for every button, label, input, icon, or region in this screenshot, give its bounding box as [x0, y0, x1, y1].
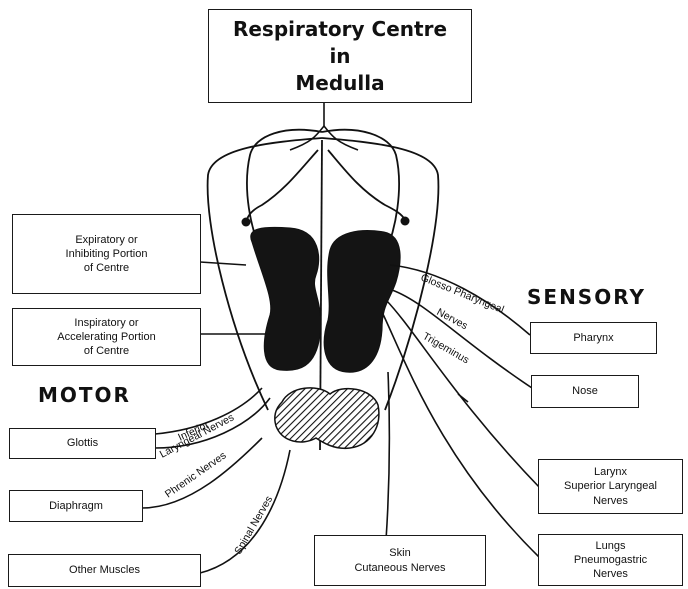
- glosso-pharyngeal-label: Glosso Pharyngeal: [419, 272, 506, 316]
- other-muscles-label: Other Muscles: [69, 563, 140, 577]
- title-line-3: Medulla: [295, 70, 384, 97]
- expiratory-line-1: Expiratory or: [75, 233, 137, 247]
- skin-box: Skin Cutaneous Nerves: [314, 535, 486, 586]
- spinal-nerves-label: Spinal Nerves: [232, 494, 275, 557]
- motor-heading: MOTOR: [38, 383, 131, 407]
- diaphragm-box: Diaphragm: [9, 490, 143, 522]
- expiratory-line-2: Inhibiting Portion: [66, 247, 148, 261]
- larynx-box: Larynx Superior Laryngeal Nerves: [538, 459, 683, 514]
- nose-box: Nose: [531, 375, 639, 408]
- lungs-line-1: Lungs: [596, 539, 626, 553]
- respiratory-centre-lobes: [251, 227, 400, 372]
- title-line-2: in: [329, 43, 350, 70]
- expiratory-portion-box: Expiratory or Inhibiting Portion of Cent…: [12, 214, 201, 294]
- title-line-1: Respiratory Centre: [233, 16, 447, 43]
- larynx-line-2: Superior Laryngeal: [564, 479, 657, 493]
- inspiratory-line-1: Inspiratory or: [74, 316, 138, 330]
- skin-line-1: Skin: [389, 546, 410, 560]
- laryngeal-nerves-label: Laryngeal Nerves: [158, 411, 236, 460]
- pharynx-label: Pharynx: [573, 331, 613, 345]
- pharynx-box: Pharynx: [530, 322, 657, 354]
- sensory-heading: SENSORY: [527, 285, 646, 309]
- nose-label: Nose: [572, 384, 598, 398]
- skin-line-2: Cutaneous Nerves: [354, 561, 445, 575]
- respiratory-centre-title-box: Respiratory Centre in Medulla: [208, 9, 472, 103]
- diaphragm-label: Diaphragm: [49, 499, 103, 513]
- other-muscles-box: Other Muscles: [8, 554, 201, 587]
- title-connector: [290, 102, 358, 150]
- lungs-line-3: Nerves: [593, 567, 628, 581]
- lungs-box: Lungs Pneumogastric Nerves: [538, 534, 683, 586]
- larynx-line-1: Larynx: [594, 465, 627, 479]
- glottis-box: Glottis: [9, 428, 156, 459]
- larynx-line-3: Nerves: [593, 494, 628, 508]
- right-node-dot: [401, 217, 410, 226]
- lungs-line-2: Pneumogastric: [574, 553, 647, 567]
- glottis-label: Glottis: [67, 436, 98, 450]
- hatched-lower-section: [275, 388, 379, 448]
- sensory-nerves: [382, 265, 540, 558]
- trigeminus-label: Trigeminus: [421, 330, 472, 366]
- inspiratory-line-3: of Centre: [84, 344, 129, 358]
- inspiratory-portion-box: Inspiratory or Accelerating Portion of C…: [12, 308, 201, 366]
- left-node-dot: [242, 218, 251, 227]
- expiratory-line-3: of Centre: [84, 261, 129, 275]
- inspiratory-line-2: Accelerating Portion: [57, 330, 155, 344]
